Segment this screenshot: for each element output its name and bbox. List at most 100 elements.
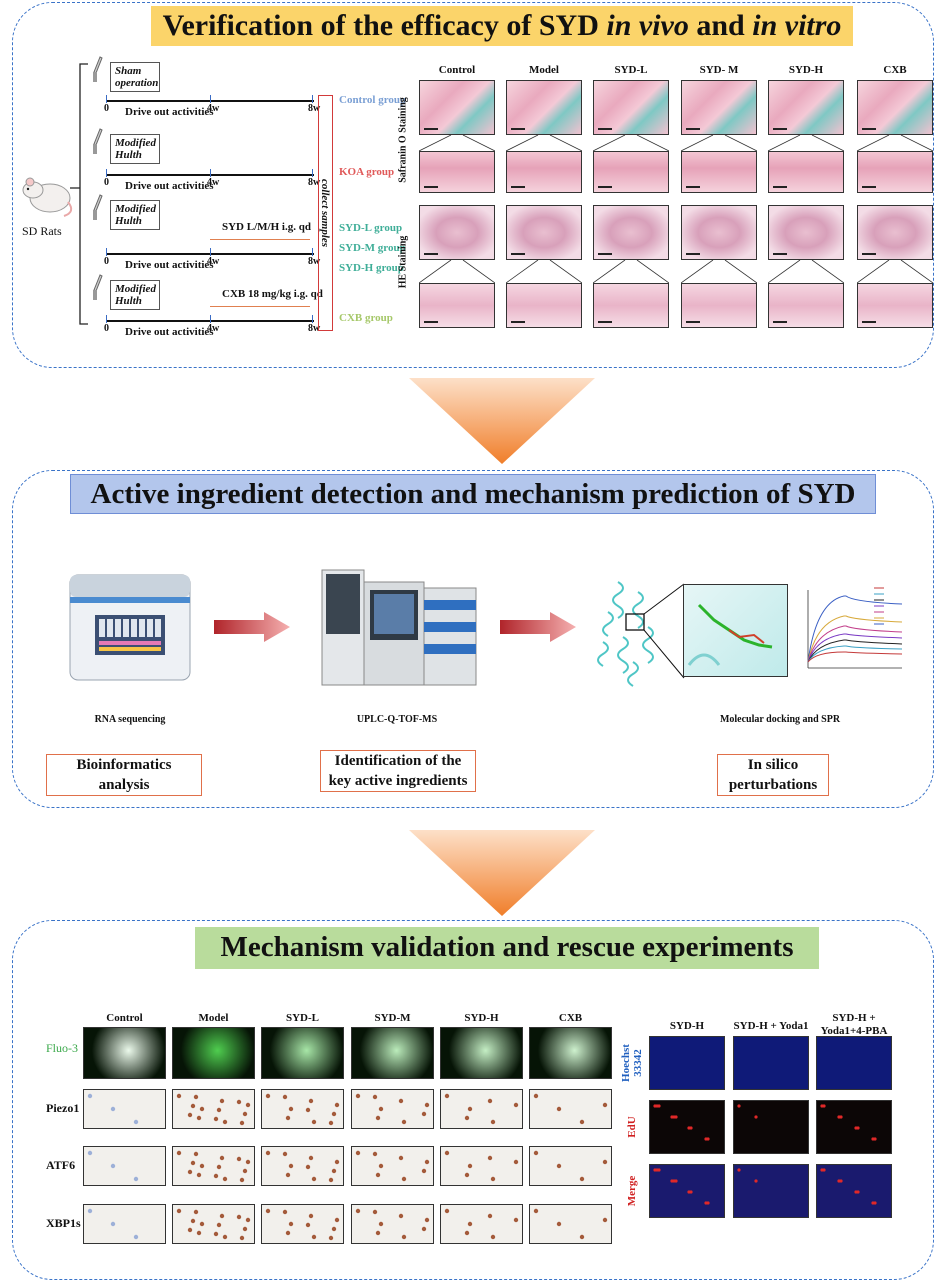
edu-positive-cells xyxy=(653,1168,710,1205)
validation-image xyxy=(83,1204,166,1244)
procedure-box: Modified Hulth xyxy=(110,280,160,310)
ihc-cells xyxy=(87,1093,139,1125)
zoom-connector xyxy=(506,260,582,283)
spr-sensorgram xyxy=(794,582,906,680)
panel-active-ingredients xyxy=(12,470,934,808)
group-label: Control group xyxy=(339,94,407,106)
ihc-cells xyxy=(176,1093,251,1126)
title-part-3: and xyxy=(688,9,753,42)
scale-bar xyxy=(686,186,700,188)
zoom-connector xyxy=(857,135,933,151)
scale-bar xyxy=(862,128,876,130)
title-part-2: in vivo xyxy=(606,9,689,42)
validation-image xyxy=(261,1146,344,1186)
validation-column-label: CXB xyxy=(558,1012,583,1024)
scale-bar xyxy=(686,253,700,255)
validation-image xyxy=(172,1204,255,1244)
scale-bar xyxy=(598,253,612,255)
validation-row-label: ATF6 xyxy=(46,1158,76,1172)
tick-label: 0 xyxy=(104,103,109,114)
tick-label: 8w xyxy=(308,256,321,267)
zoom-connector xyxy=(419,135,495,151)
scale-bar xyxy=(424,321,438,323)
validation-image xyxy=(440,1204,523,1244)
rescue-image xyxy=(816,1036,892,1090)
histology-image xyxy=(857,283,933,328)
tick-label: 4w xyxy=(207,323,220,334)
panel-in-vivo-in-vitro xyxy=(12,2,934,368)
treatment-bar xyxy=(210,239,310,240)
activity-label: Drive out activities xyxy=(125,326,214,338)
tick-label: 0 xyxy=(104,256,109,267)
rescue-row-label: EdU xyxy=(626,1116,638,1138)
ihc-cells xyxy=(444,1208,519,1240)
scale-bar xyxy=(424,253,438,255)
scale-bar xyxy=(686,321,700,323)
validation-image xyxy=(440,1027,523,1079)
validation-image xyxy=(83,1146,166,1186)
panel-title-top: Verification of the efficacy of SYD in v… xyxy=(151,6,853,46)
timeline-start-arrow xyxy=(106,169,107,177)
scalpel-icon xyxy=(93,128,103,154)
zoom-connector xyxy=(681,135,757,151)
ihc-cells xyxy=(176,1208,251,1241)
validation-image xyxy=(261,1204,344,1244)
scale-bar xyxy=(686,128,700,130)
histology-image xyxy=(593,80,669,135)
scale-bar xyxy=(773,253,787,255)
grouping-brace xyxy=(70,63,88,325)
validation-image xyxy=(261,1089,344,1129)
scale-bar xyxy=(511,253,525,255)
rescue-image xyxy=(649,1100,725,1154)
histology-image xyxy=(768,151,844,193)
validation-column-label: Control xyxy=(106,1012,143,1024)
rescue-image xyxy=(816,1100,892,1154)
edu-positive-cells xyxy=(653,1104,710,1141)
scale-bar xyxy=(511,186,525,188)
validation-image xyxy=(529,1027,612,1079)
stage-label-1: RNA sequencing xyxy=(94,714,166,725)
treatment-label: CXB 18 mg/kg i.g. qd xyxy=(222,288,323,300)
ihc-cells xyxy=(355,1208,430,1240)
validation-image xyxy=(172,1089,255,1129)
scalpel-icon xyxy=(93,194,103,220)
ihc-cells xyxy=(444,1150,519,1182)
validation-row-label: XBP1s xyxy=(46,1216,81,1230)
histology-column-label: Model xyxy=(529,64,559,76)
histology-image xyxy=(419,205,495,260)
group-label: CXB group xyxy=(339,312,393,324)
histology-image xyxy=(768,80,844,135)
histology-row-label: HE Staining xyxy=(397,235,409,289)
group-label: KOA group xyxy=(339,166,395,178)
histology-image xyxy=(419,151,495,193)
validation-image xyxy=(351,1089,434,1129)
edu-positive-cells xyxy=(737,1104,758,1119)
ihc-cells xyxy=(355,1150,430,1182)
ihc-cells xyxy=(533,1208,608,1240)
timeline-start-arrow xyxy=(106,315,107,323)
edu-positive-cells xyxy=(737,1168,758,1183)
activity-label: Drive out activities xyxy=(125,180,214,192)
timeline-start-arrow xyxy=(106,95,107,103)
rescue-column-label: SYD-H xyxy=(669,1020,705,1032)
title-part-4: in vitro xyxy=(752,9,842,42)
validation-column-label: SYD-M xyxy=(374,1012,411,1024)
tick-label: 8w xyxy=(308,177,321,188)
tick-label: 0 xyxy=(104,323,109,334)
output-key-ingredients: Identification of the key active ingredi… xyxy=(320,750,476,792)
group-label: SYD-L group xyxy=(339,222,403,234)
histology-image xyxy=(857,80,933,135)
histology-column-label: SYD-L xyxy=(614,64,648,76)
scale-bar xyxy=(773,128,787,130)
procedure-box: Modified Hulth xyxy=(110,200,160,230)
histology-image xyxy=(681,151,757,193)
rescue-image xyxy=(733,1036,809,1090)
tick-label: 4w xyxy=(207,256,220,267)
scale-bar xyxy=(511,321,525,323)
ihc-cells xyxy=(87,1208,139,1240)
stage-label-2: UPLC-Q-TOF-MS xyxy=(356,714,438,725)
histology-column-label: SYD- M xyxy=(699,64,739,76)
zoom-connector xyxy=(681,260,757,283)
histology-image xyxy=(681,205,757,260)
validation-image xyxy=(83,1089,166,1129)
